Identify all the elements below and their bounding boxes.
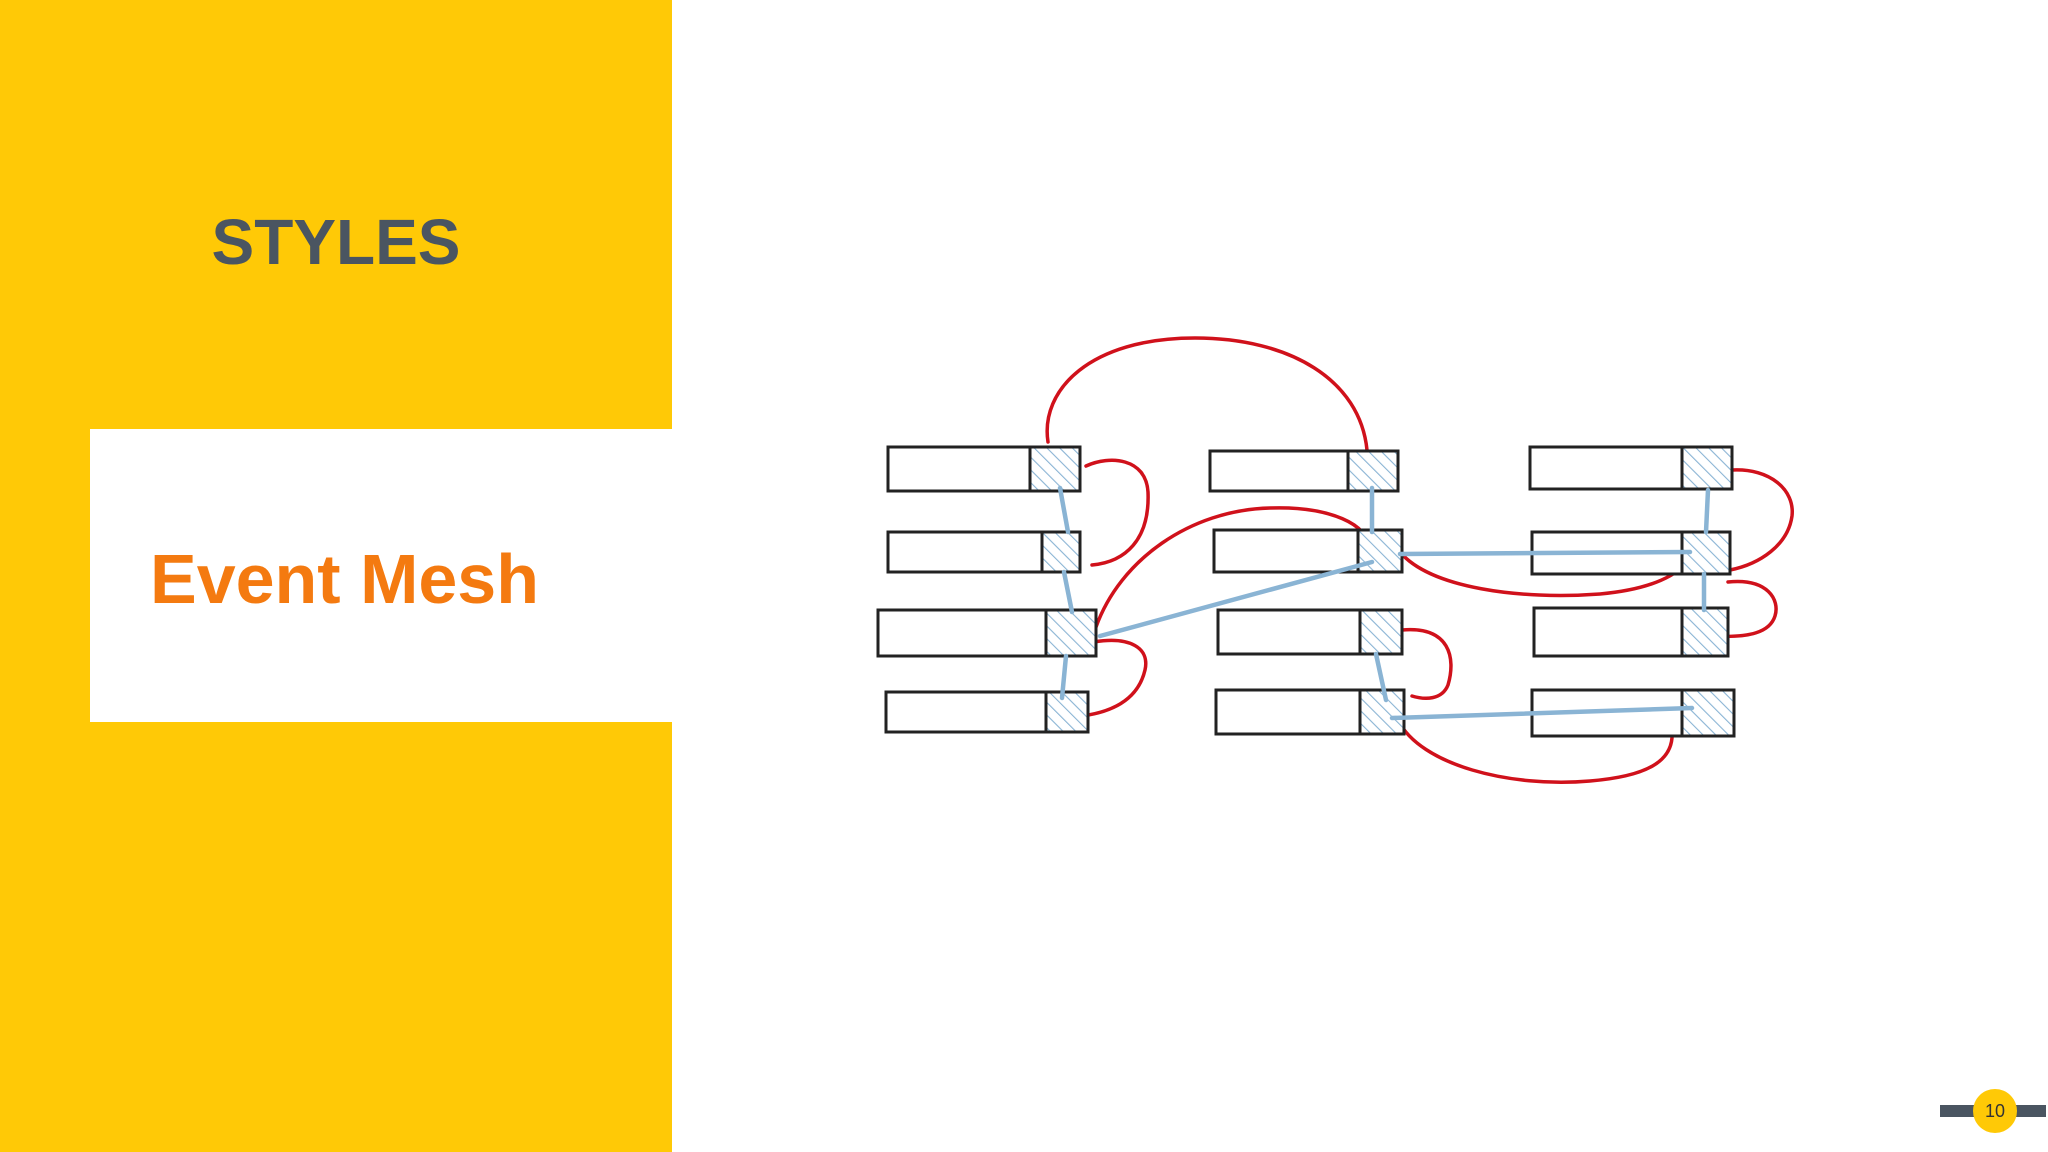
mesh-node — [1532, 606, 1730, 658]
mesh-node — [876, 608, 1098, 658]
page-footer: 10 — [1938, 1088, 2048, 1136]
red-links — [1045, 336, 1794, 784]
mesh-node — [884, 690, 1090, 734]
blue-link — [1059, 653, 1069, 701]
section-label: STYLES — [211, 206, 461, 278]
page-number: 10 — [1973, 1089, 2017, 1133]
red-link — [1728, 468, 1794, 572]
blue-links — [1057, 485, 1711, 721]
slide-title: Event Mesh — [150, 540, 539, 618]
red-link — [1045, 336, 1369, 452]
red-link — [1712, 579, 1778, 639]
blue-link — [1061, 569, 1075, 615]
red-link — [1080, 638, 1148, 718]
event-mesh-diagram — [876, 336, 1794, 784]
red-link — [1400, 628, 1453, 700]
red-link — [1084, 458, 1150, 567]
mesh-node — [1214, 688, 1406, 736]
mesh-node — [1528, 445, 1734, 491]
mesh-node — [1208, 449, 1400, 493]
mesh-node — [1212, 528, 1404, 574]
red-link — [1094, 506, 1370, 629]
blue-link — [1373, 651, 1389, 703]
blue-link — [1057, 485, 1071, 535]
mesh-node — [886, 530, 1082, 574]
blue-link — [1703, 487, 1711, 535]
red-link — [1396, 718, 1674, 784]
blue-link — [1397, 549, 1693, 557]
cluster-left — [876, 445, 1098, 734]
cluster-middle — [1208, 449, 1406, 736]
mesh-node — [1216, 608, 1404, 656]
title-card: Event Mesh — [90, 429, 672, 722]
blue-link — [1389, 705, 1695, 721]
blue-link — [1097, 559, 1375, 639]
mesh-node — [886, 445, 1082, 493]
